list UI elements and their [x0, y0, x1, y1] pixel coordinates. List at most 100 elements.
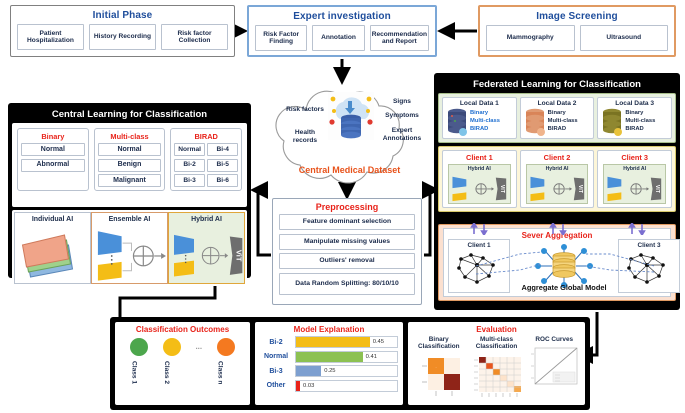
- bar-row: Bi-3 0.25: [260, 365, 398, 377]
- local-data-1-title: Local Data 1: [459, 100, 499, 107]
- vit-output-label: ViT: [654, 185, 660, 194]
- client-3-card[interactable]: Client 3 Hybrid AI ViT: [597, 150, 673, 208]
- multiclass-benign[interactable]: Benign: [97, 158, 162, 172]
- preprocessing-step-outliers-removal[interactable]: Outliers' removal: [279, 253, 415, 269]
- image-screening-items: Mammography Ultrasound: [480, 25, 674, 51]
- clients-row: Client 1 Hybrid AI ViT Client 2: [438, 146, 676, 212]
- class-group-birad: BIRAD Normal Bi-4 Bi-2 Bi-5 Bi-3 Bi-6: [170, 128, 243, 191]
- aggregation-client-1-node[interactable]: Client 1: [448, 239, 510, 293]
- model-card-hybrid-ai[interactable]: Hybrid AI ViT: [168, 212, 245, 284]
- preprocessing-panel: Preprocessing Feature dominant selection…: [272, 198, 422, 305]
- local-data-3-title: Local Data 3: [615, 100, 655, 107]
- binary-normal[interactable]: Normal: [21, 143, 85, 156]
- evaluation-multiclass-classification[interactable]: Multi-class Classification: [469, 336, 525, 405]
- database-icon: [448, 108, 467, 136]
- stacked-layers-icon: [21, 234, 74, 278]
- bar-row: Normal 0.41: [260, 350, 398, 363]
- bar-value-3: 0.03: [303, 382, 315, 389]
- local-data-2-task-birad: BIRAD: [547, 125, 567, 132]
- cloud-label-symptoms: Symptoms: [385, 112, 419, 119]
- bar-label-0: Bi-2: [269, 338, 283, 346]
- local-data-1-card[interactable]: Local Data 1 Binary Multi-class: [442, 97, 517, 139]
- local-data-1-task-binary: Binary: [470, 110, 489, 117]
- screening-item-ultrasound[interactable]: Ultrasound: [579, 25, 668, 51]
- expert-item-annotation[interactable]: Annotation: [312, 25, 365, 51]
- model-explanation-section: Model Explanation Bi-2 0.45 Normal 0.41: [255, 322, 403, 405]
- hybrid-vit-icon: ViT: [607, 176, 662, 202]
- vit-output-label: ViT: [577, 185, 583, 194]
- preprocessing-step-data-splitting[interactable]: Data Random Splitting: 80/10/10: [279, 272, 415, 295]
- evaluation-binary-classification[interactable]: Binary Classification .: [411, 336, 467, 405]
- bar-row: Bi-2 0.45: [260, 336, 398, 348]
- client-3-model: Hybrid AI ViT: [603, 164, 667, 204]
- multiclass-confusion-matrix-icon: [473, 356, 521, 397]
- cloud-label-health-records: Health records: [292, 129, 318, 144]
- birad-bi2[interactable]: Bi-2: [174, 158, 205, 172]
- bar-fill-1: [296, 351, 363, 362]
- birad-bi5[interactable]: Bi-5: [207, 158, 239, 172]
- client-1-card[interactable]: Client 1 Hybrid AI ViT: [442, 150, 517, 208]
- bar-track-0: 0.45: [295, 336, 398, 348]
- local-data-1-tasks: Binary Multi-class BIRAD: [470, 110, 500, 133]
- outcome-class-2[interactable]: Class 2: [162, 338, 181, 388]
- image-screening-panel: Image Screening Mammography Ultrasound: [478, 5, 676, 57]
- central-learning-title: Central Learning for Classification: [51, 109, 208, 120]
- preprocessing-step-missing-values[interactable]: Manipulate missing values: [279, 233, 415, 250]
- local-data-2-card[interactable]: Local Data 2 Binary Multi-class BIRAD: [519, 97, 595, 139]
- expert-item-recommendation[interactable]: Recommendation and Report: [369, 25, 430, 51]
- local-data-3-task-birad: BIRAD: [625, 125, 644, 132]
- vit-output-label: ViT: [499, 185, 505, 194]
- network-graph-icon: [457, 253, 495, 284]
- server-aggregation-section: Sever Aggregation Client 1: [438, 224, 680, 301]
- evaluation-title: Evaluation: [476, 325, 517, 334]
- outcome-class-1[interactable]: Class 1: [130, 338, 149, 388]
- screening-item-mammography[interactable]: Mammography: [486, 25, 575, 51]
- model-card-ensemble-ai[interactable]: Ensemble AI: [91, 212, 168, 284]
- image-screening-title: Image Screening: [536, 11, 618, 22]
- evaluation-multiclass-caption: Multi-class Classification: [475, 336, 518, 351]
- evaluation-binary-caption: Binary Classification: [417, 336, 460, 351]
- outcome-class-n[interactable]: Class n: [216, 338, 235, 388]
- bar-track-3: 0.03: [295, 379, 398, 392]
- class-n-label: Class n: [216, 361, 224, 385]
- initial-item-riskfactor[interactable]: Risk factor Collection: [161, 24, 228, 50]
- server-hub-icon: [535, 244, 593, 288]
- client-2-card[interactable]: Client 2 Hybrid AI ViT: [519, 150, 595, 208]
- evaluation-roc-curves[interactable]: ROC Curves: [527, 336, 583, 405]
- central-learning-classes: Binary Normal Abnormal Multi-class Norma…: [12, 123, 247, 207]
- bar-track-2: 0.25: [295, 365, 398, 377]
- client-2-title: Client 2: [543, 153, 571, 162]
- class-group-binary-title: Binary: [41, 132, 65, 141]
- class-2-dot: [162, 338, 181, 356]
- hybrid-vit-icon: ViT: [174, 234, 244, 277]
- central-learning-panel: Central Learning for Classification Bina…: [8, 103, 251, 286]
- birad-bi3[interactable]: Bi-3: [174, 174, 205, 187]
- local-data-row: Local Data 1 Binary Multi-class: [438, 93, 676, 143]
- client-3-model-label: Hybrid AI: [623, 166, 647, 172]
- client-2-model: Hybrid AI ViT: [525, 164, 589, 204]
- binary-abnormal[interactable]: Abnormal: [21, 158, 85, 172]
- expert-investigation-title: Expert investigation: [293, 11, 391, 22]
- local-data-3-card[interactable]: Local Data 3 Binary Multi-class BIRAD: [597, 97, 673, 139]
- cloud-label-expert-annotations: Expert Annotations: [382, 127, 422, 142]
- birad-normal[interactable]: Normal: [174, 143, 205, 156]
- expert-item-risk-factor-finding[interactable]: Risk Factor Finding: [255, 25, 308, 51]
- birad-bi4[interactable]: Bi-4: [207, 143, 239, 156]
- preprocessing-step-feature-selection[interactable]: Feature dominant selection: [279, 214, 415, 230]
- class-group-binary: Binary Normal Abnormal: [17, 128, 89, 191]
- initial-phase-title: Initial Phase: [92, 10, 153, 21]
- bar-value-0: 0.45: [372, 339, 385, 345]
- ensemble-fusion-icon: [97, 231, 167, 281]
- class-group-multiclass-title: Multi-class: [110, 132, 149, 141]
- aggregation-client-3-node[interactable]: Client 3: [618, 239, 680, 293]
- multiclass-normal[interactable]: Normal: [97, 143, 162, 156]
- local-data-1-task-birad: BIRAD: [470, 125, 489, 132]
- class-2-label: Class 2: [162, 361, 170, 385]
- multiclass-malignant[interactable]: Malignant: [97, 174, 162, 187]
- model-card-individual-ai[interactable]: Individual AI: [14, 212, 91, 284]
- bar-row: Other 0.03: [260, 379, 398, 392]
- evaluation-section: Evaluation Binary Classification .: [408, 322, 585, 405]
- initial-item-hospitalization[interactable]: Patient Hospitalization: [17, 24, 84, 50]
- initial-item-history[interactable]: History Recording: [89, 24, 156, 50]
- birad-bi6[interactable]: Bi-6: [207, 174, 239, 187]
